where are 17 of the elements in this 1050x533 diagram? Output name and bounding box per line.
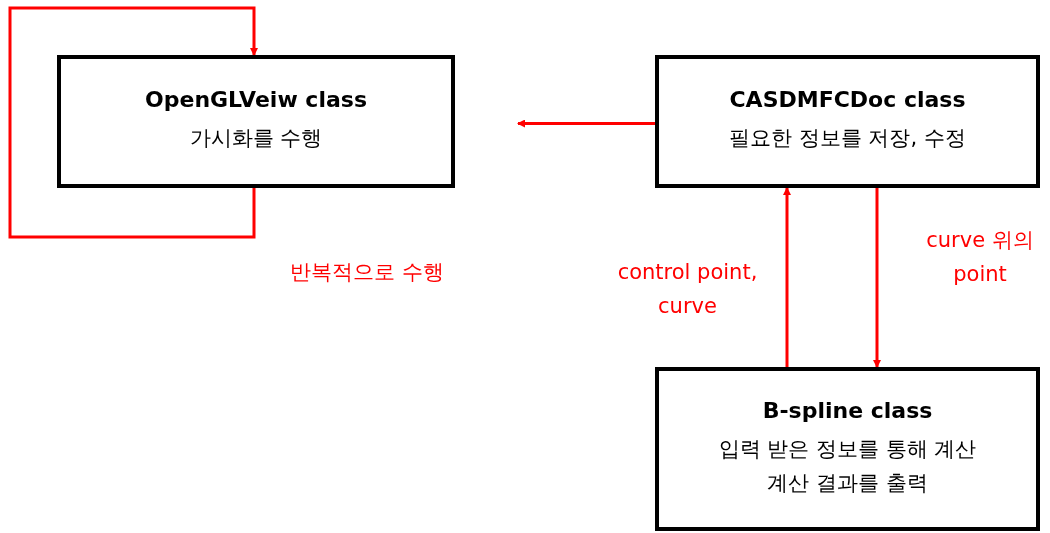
class-description: 가시화를 수행 bbox=[189, 125, 323, 153]
arrow bbox=[517, 119, 655, 128]
arrow bbox=[873, 188, 881, 368]
class-box bbox=[655, 367, 1040, 531]
class-description: 계산 결과를 출력 bbox=[767, 469, 928, 497]
edge-label: curve 위의 point bbox=[925, 227, 1035, 288]
class-description: 필요한 정보를 저장, 수정 bbox=[729, 125, 966, 153]
arrow bbox=[783, 187, 791, 367]
class-name: OpenGLVeiw class bbox=[145, 87, 367, 113]
arrow bbox=[8, 6, 258, 239]
class-name: B-spline class bbox=[762, 397, 933, 423]
edge-label: 반복적으로 수행 bbox=[290, 259, 445, 286]
class-description: 입력 받은 정보를 통해 계산 bbox=[718, 435, 977, 463]
class-name: CASDMFCDoc class bbox=[729, 87, 966, 113]
class-box bbox=[57, 55, 455, 188]
class-box bbox=[655, 55, 1040, 188]
edge-label: control point, curve bbox=[616, 259, 759, 320]
